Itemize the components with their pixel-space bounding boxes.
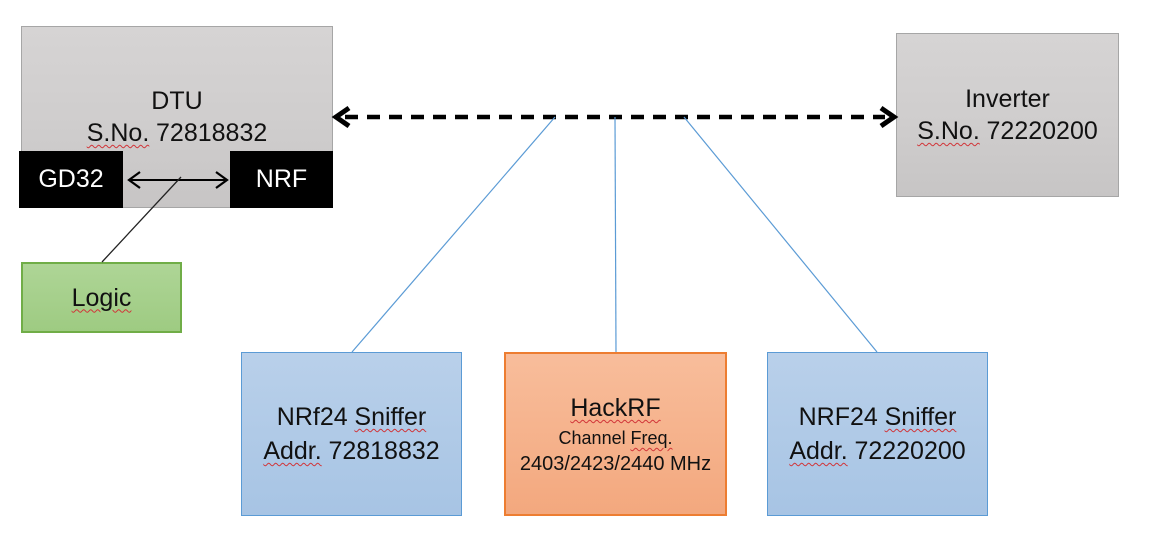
hackrf-freq-word: Freq. — [630, 428, 673, 448]
logic-label: Logic — [71, 283, 132, 312]
dtu-serial-value: 72818832 — [156, 119, 268, 147]
sniffer-right-line2: Addr.72220200 — [789, 434, 965, 468]
sniffer-right-addr-value: 72220200 — [854, 437, 966, 465]
sniffer-right-connector-line — [683, 116, 878, 353]
sniffer-left-line2: Addr.72818832 — [263, 434, 439, 468]
sniffer-right-type: NRF24 — [798, 403, 878, 431]
hackrf-connector-line — [614, 116, 617, 353]
gd32-chip: GD32 — [19, 151, 123, 208]
sniffer-left-type: NRf24 — [276, 403, 348, 431]
sniffer-right-word: Sniffer — [884, 403, 957, 431]
sniffer-right-addr-label: Addr. — [789, 437, 848, 465]
sniffer-left-connector-line — [351, 116, 556, 353]
sniffer-left-addr-value: 72818832 — [328, 437, 440, 465]
logic-box: Logic — [21, 262, 182, 333]
inverter-title: Inverter — [965, 85, 1050, 113]
dtu-title: DTU — [151, 87, 203, 115]
gd32-label: GD32 — [38, 165, 104, 193]
dtu-inverter-dashed-arrow — [331, 105, 899, 129]
inverter-serial: S.No.72220200 — [917, 115, 1098, 147]
hackrf-title: HackRF — [570, 394, 661, 422]
sniffer-left-addr-label: Addr. — [263, 437, 322, 465]
dtu-serial-label: S.No. — [86, 119, 150, 147]
hackrf-channel-word: Channel — [558, 428, 626, 448]
nrf-label: NRF — [255, 165, 308, 193]
inverter-box: Inverter S.No.72220200 — [896, 33, 1119, 197]
hackrf-frequencies: 2403/2423/2440 MHz — [519, 453, 712, 475]
dtu-serial: S.No.72818832 — [87, 117, 268, 149]
inverter-serial-value: 72220200 — [986, 117, 1098, 145]
nrf-chip: NRF — [230, 151, 333, 208]
inverter-serial-label: S.No. — [917, 117, 980, 145]
sniffer-left-word: Sniffer — [354, 403, 427, 431]
